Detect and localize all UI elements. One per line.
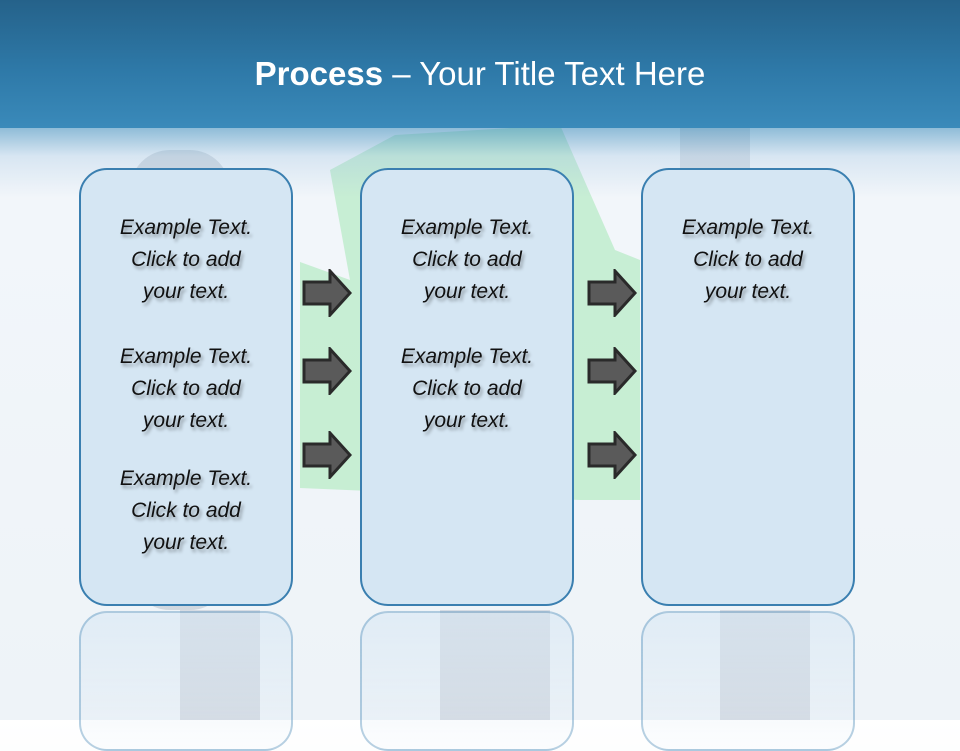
right-arrow-icon xyxy=(587,269,637,317)
box1-text-2[interactable]: Example Text. Click to add your text. xyxy=(119,345,253,432)
title-rest: – Your Title Text Here xyxy=(383,55,706,92)
title-bar xyxy=(0,0,960,128)
box2-text-2[interactable]: Example Text. Click to add your text. xyxy=(400,345,534,432)
box3-reflection xyxy=(641,611,855,751)
box1-reflection xyxy=(79,611,293,751)
process-box-1[interactable]: Example Text. Click to add your text. Ex… xyxy=(79,168,293,606)
box3-text-1[interactable]: Example Text. Click to add your text. xyxy=(681,216,815,303)
right-arrow-icon xyxy=(587,347,637,395)
box2-text-1[interactable]: Example Text. Click to add your text. xyxy=(400,216,534,303)
box1-text-3[interactable]: Example Text. Click to add your text. xyxy=(119,467,253,554)
right-arrow-icon xyxy=(302,269,352,317)
box1-text-1[interactable]: Example Text. Click to add your text. xyxy=(119,216,253,303)
title-bold: Process xyxy=(254,55,384,92)
process-box-3[interactable]: Example Text. Click to add your text. xyxy=(641,168,855,606)
right-arrow-icon xyxy=(302,347,352,395)
slide-title[interactable]: Process – Your Title Text Here xyxy=(0,52,960,96)
box2-reflection xyxy=(360,611,574,751)
right-arrow-icon xyxy=(302,431,352,479)
right-arrow-icon xyxy=(587,431,637,479)
process-box-2[interactable]: Example Text. Click to add your text. Ex… xyxy=(360,168,574,606)
